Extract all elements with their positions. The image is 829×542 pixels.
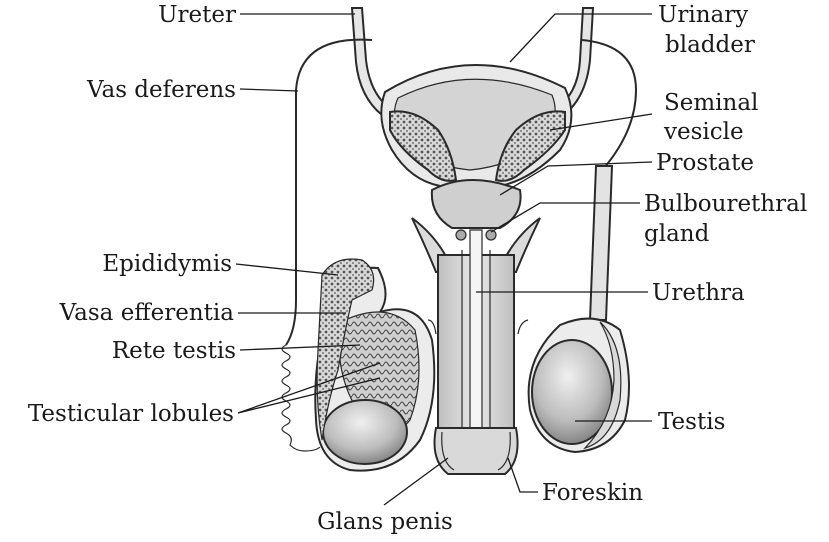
- label-vasa-efferentia: Vasa efferentia: [59, 300, 235, 326]
- label-bulbourethral-2: gland: [644, 221, 710, 247]
- label-glans-penis: Glans penis: [317, 509, 453, 535]
- leader-vas-deferens: [239, 88, 299, 92]
- label-seminal-vesicle-2: vesicle: [663, 119, 744, 145]
- label-testis: Testis: [658, 409, 725, 435]
- label-seminal-vesicle-1: Seminal: [664, 90, 758, 116]
- label-ureter: Ureter: [158, 2, 236, 28]
- leader-lines: [235, 13, 653, 506]
- left-seminal-vesicle: [389, 110, 458, 182]
- leader-rete-testis: [239, 344, 361, 351]
- label-testicular-lobules: Testicular lobules: [28, 401, 234, 427]
- leader-testicular-lobules-2: [237, 377, 381, 414]
- left-testis-shape: [322, 399, 408, 465]
- foreskin-shape: [441, 431, 511, 471]
- left-bulbourethral-gland: [455, 229, 467, 241]
- label-bulbourethral-1: Bulbourethral: [644, 191, 807, 217]
- glans-shape: [433, 427, 519, 475]
- leader-foreskin: [507, 457, 538, 493]
- leader-seminal-vesicle: [549, 113, 653, 131]
- leader-glans-penis: [383, 457, 449, 506]
- leader-testicular-lobules-1: [237, 362, 381, 414]
- prostate-shape: [430, 179, 522, 229]
- right-bulbourethral-gland: [485, 229, 497, 241]
- label-urinary-bladder-1: Urinary: [658, 2, 748, 28]
- label-foreskin: Foreskin: [542, 480, 643, 506]
- right-vas-deferens: [581, 39, 638, 169]
- label-epididymis: Epididymis: [102, 251, 232, 277]
- anatomy-drawing: [281, 7, 638, 475]
- right-spermatic-cord: [588, 165, 614, 321]
- label-urethra: Urethra: [652, 280, 745, 306]
- labels: Ureter Urinary bladder Vas deferens Semi…: [28, 2, 807, 535]
- leader-urinary-bladder: [509, 13, 652, 63]
- label-urinary-bladder-2: bladder: [665, 32, 755, 58]
- label-vas-deferens: Vas deferens: [86, 77, 236, 103]
- right-epididymis: [582, 321, 622, 450]
- right-testis-shape: [531, 339, 613, 445]
- leader-epididymis: [235, 263, 339, 276]
- leader-prostate: [499, 161, 653, 196]
- leader-bulbourethral: [490, 202, 640, 233]
- left-vas-deferens: [285, 38, 373, 346]
- left-epididymis: [316, 258, 375, 441]
- right-seminal-vesicle: [494, 110, 566, 182]
- label-rete-testis: Rete testis: [112, 338, 236, 364]
- label-prostate: Prostate: [656, 150, 754, 176]
